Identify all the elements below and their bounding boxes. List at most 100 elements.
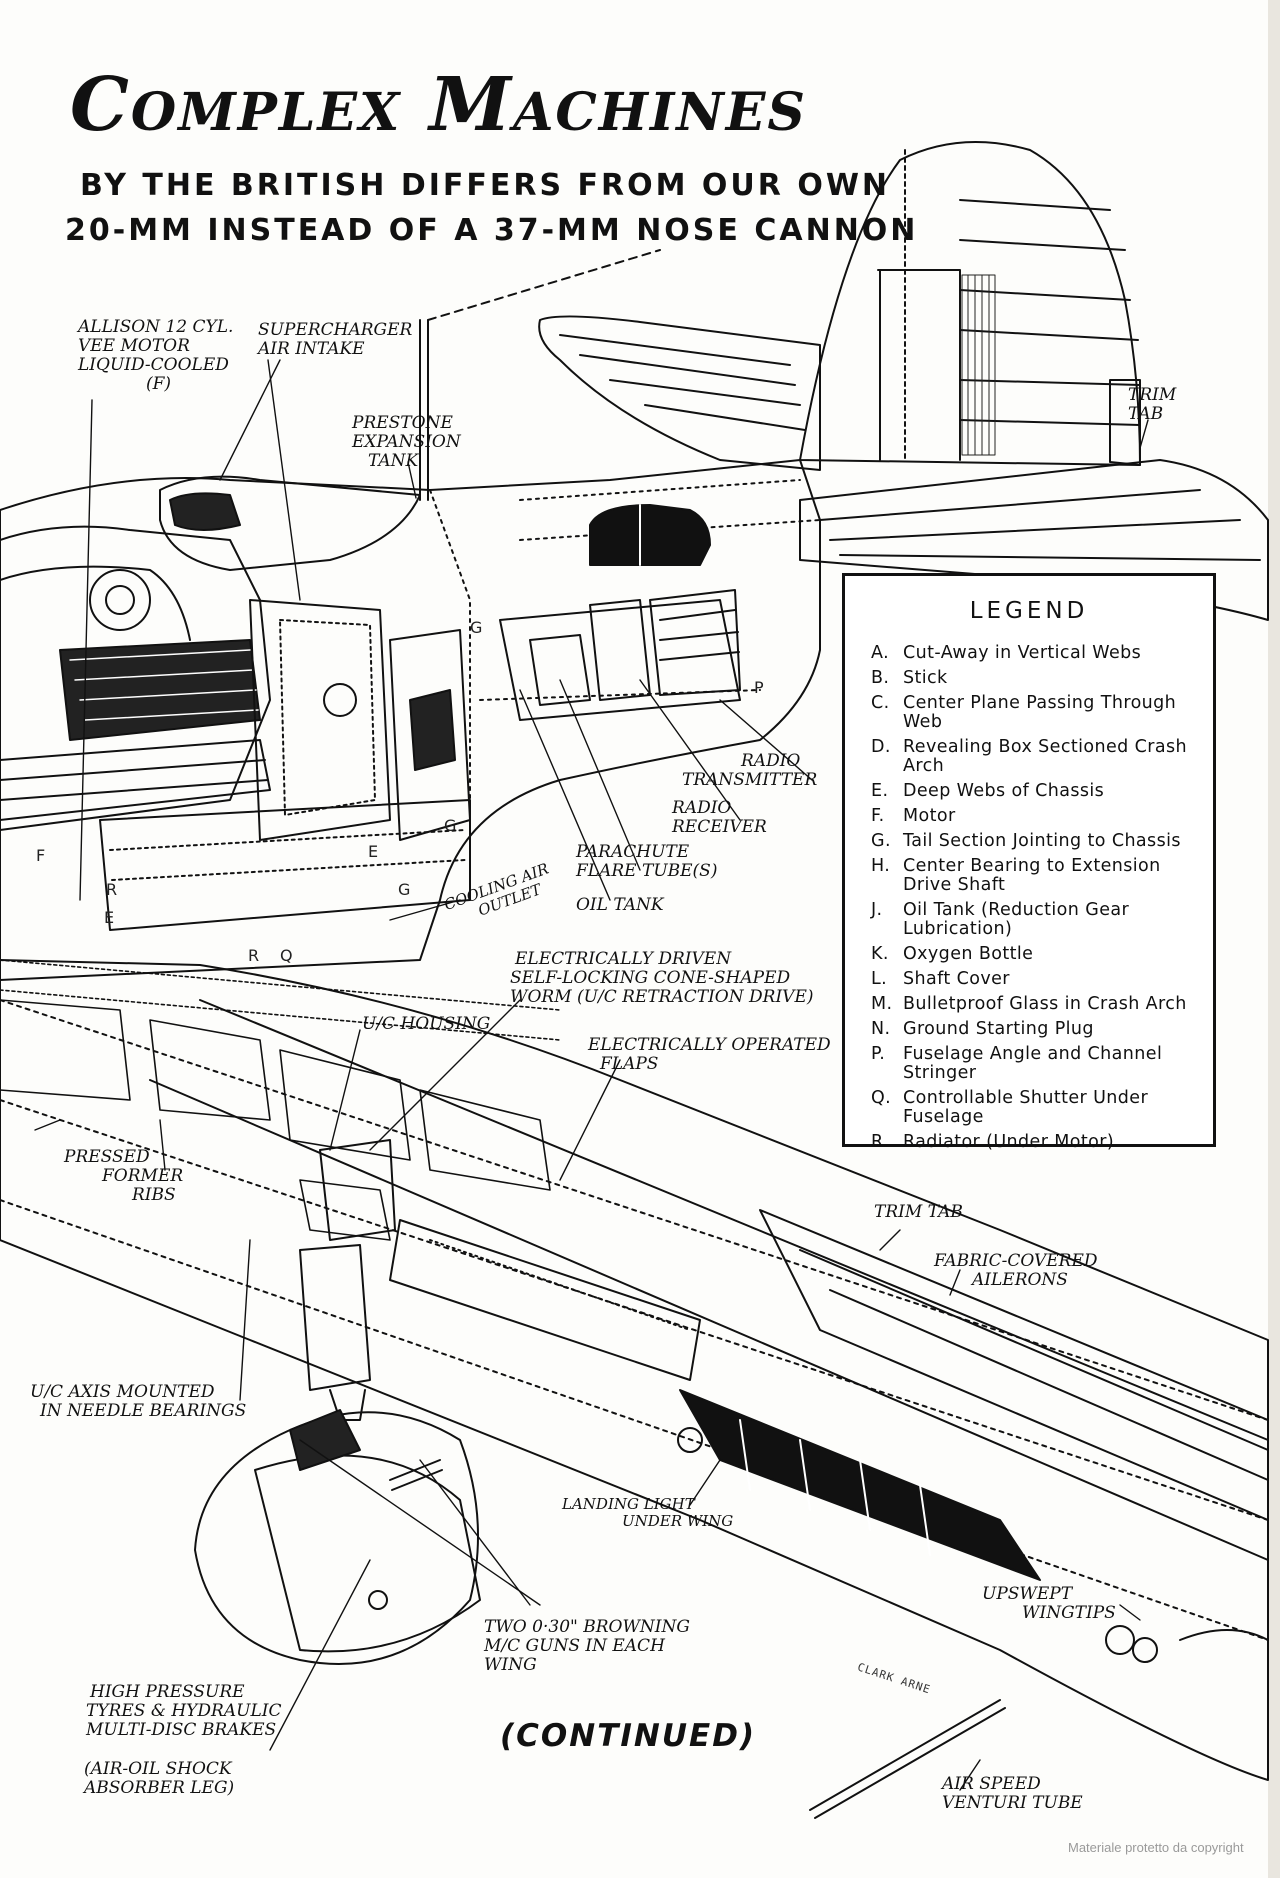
subtitle-line-2: 20-MM INSTEAD OF A 37-MM NOSE CANNON [65,213,919,248]
gun-barrel [389,1459,443,1491]
legend-item: J. Oil Tank (Reduction Gear Lubrication) [871,901,1187,939]
tail-fin [799,141,1141,466]
wing-ribs [0,959,561,1241]
venturi-tube [809,1699,1006,1819]
engine [0,475,421,831]
legend-text: Fuselage Angle and Channel Stringer [903,1044,1163,1083]
subtitle-line-1: BY THE BRITISH DIFFERS FROM OUR OWN [80,168,891,203]
landing-gear [194,1139,481,1665]
legend-text: Oil Tank (Reduction Gear Lubrication) [903,900,1130,939]
legend-text: Controllable Shutter Under Fuselage [903,1088,1149,1127]
leader-lines [34,359,1149,1791]
legend-item: Q. Controllable Shutter Under Fuselage [871,1089,1187,1127]
legend-text: Revealing Box Sectioned Crash Arch [903,737,1187,776]
legend-key: J. [871,900,883,920]
legend-text: Center Bearing to Extension Drive Shaft [903,856,1161,895]
legend-key: G. [871,831,891,851]
legend-item: L. Shaft Cover [871,970,1187,989]
legend-key: E. [871,781,889,801]
antenna-wire [427,249,661,321]
continued-note: (CONTINUED) [500,1718,757,1754]
legend-key: D. [871,737,891,757]
legend-text: Stick [903,668,948,688]
legend-text: Oxygen Bottle [903,944,1034,964]
legend-text: Center Plane Passing Through Web [903,693,1177,732]
part-letter-f: F [36,846,46,865]
legend-key: Q. [871,1088,892,1108]
legend-title: LEGEND [969,598,1089,624]
legend-item: E. Deep Webs of Chassis [871,782,1187,801]
legend-text: Motor [903,806,956,826]
legend-item: N. Ground Starting Plug [871,1020,1187,1039]
legend-key: N. [871,1019,891,1039]
legend-item: D. Revealing Box Sectioned Crash Arch [871,738,1187,776]
part-letter-e: E [368,842,379,861]
legend-text: Ground Starting Plug [903,1019,1094,1039]
page-title: Complex Machines [70,62,807,148]
legend-item: C. Center Plane Passing Through Web [871,694,1187,732]
legend-item: B. Stick [871,669,1187,688]
part-letter-e: E [104,908,115,927]
legend-text: Deep Webs of Chassis [903,781,1105,801]
legend-key: A. [871,643,890,663]
legend-item: A. Cut-Away in Vertical Webs [871,644,1187,663]
part-letter-q: Q [280,946,293,965]
chassis [99,599,471,931]
copyright-watermark: Materiale protetto da copyright [1068,1840,1244,1855]
legend-text: Bulletproof Glass in Crash Arch [903,994,1187,1014]
legend-item: H. Center Bearing to Extension Drive Shaf… [871,857,1187,895]
part-letter-r: R [248,946,260,965]
legend-key: F. [871,806,885,826]
tail-stabilizer [538,315,1269,621]
legend-key: B. [871,668,890,688]
legend-key: C. [871,693,890,713]
legend-key: R. [871,1132,889,1152]
legend-item: K. Oxygen Bottle [871,945,1187,964]
part-letter-p: P [754,678,764,697]
legend-item: M. Bulletproof Glass in Crash Arch [871,995,1187,1014]
legend-text: Cut-Away in Vertical Webs [903,643,1142,663]
legend-key: K. [871,944,889,964]
legend-key: H. [871,856,891,876]
cockpit-canopy [499,504,741,721]
legend-item: R. Radiator (Under Motor) [871,1133,1187,1152]
label-uc-housing: U/C HOUSING [362,1014,491,1034]
legend-item: G. Tail Section Jointing to Chassis [871,832,1187,851]
legend-item: F. Motor [871,807,1187,826]
page-edge [1268,0,1280,1878]
part-letter-g: G [470,618,483,637]
legend-text: Shaft Cover [903,969,1010,989]
legend-text: Radiator (Under Motor) [903,1132,1115,1152]
part-letter-g: G [444,816,457,835]
prestone-tank [419,319,429,501]
part-letter-g: G [398,880,411,899]
legend-key: M. [871,994,893,1014]
legend-key: P. [871,1044,886,1064]
main-wing [0,959,1269,1781]
legend-text: Tail Section Jointing to Chassis [903,831,1181,851]
label-oil-tank: OIL TANK [576,895,664,915]
label-trim-tab-wing: TRIM TAB [874,1202,963,1222]
legend-key: L. [871,969,888,989]
